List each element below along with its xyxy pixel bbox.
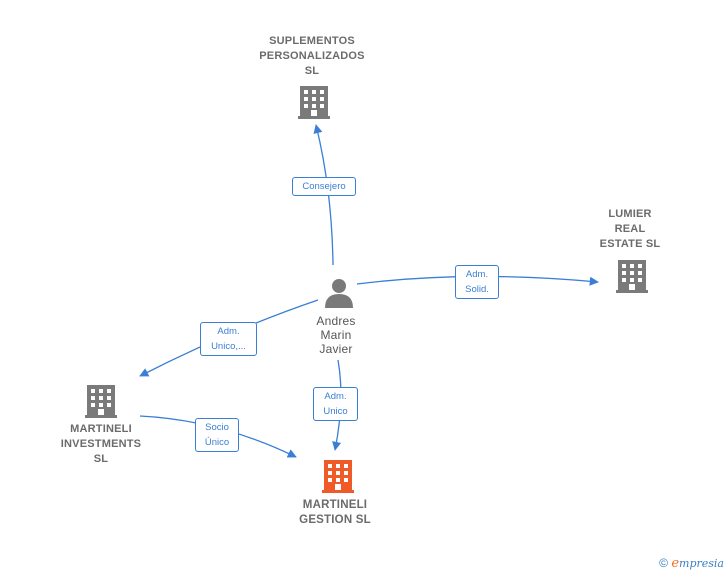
company-label-investments[interactable]: MARTINELI INVESTMENTS SL — [46, 422, 156, 467]
label-line: Andres — [316, 314, 356, 328]
edge-label-line: Socio — [205, 422, 229, 433]
label-line: LUMIER — [608, 208, 652, 220]
company-label-suplementos[interactable]: SUPLEMENTOS PERSONALIZADOS SL — [252, 34, 372, 79]
empresia-credit[interactable]: © empresia — [659, 556, 724, 571]
edge-label-line: Adm. — [324, 391, 347, 402]
edge-label-line: Adm. — [217, 326, 240, 337]
building-icon-focus[interactable] — [322, 460, 354, 493]
edge-label-socio-unico[interactable]: Socio Único — [195, 418, 239, 452]
label-line: REAL — [614, 223, 646, 235]
label-line: PERSONALIZADOS — [259, 50, 365, 62]
company-label-lumier[interactable]: LUMIER REAL ESTATE SL — [590, 207, 670, 252]
label-line: ESTATE SL — [599, 238, 661, 250]
person-label[interactable]: Andres Marin Javier — [300, 314, 372, 356]
brand-name: mpresia — [679, 557, 724, 570]
copyright-icon: © — [659, 556, 668, 570]
edge-label-line: Solid. — [465, 284, 489, 295]
edge-label-line: Consejero — [302, 181, 346, 192]
edge-label-line: Único — [204, 437, 230, 448]
label-line: SL — [93, 453, 109, 465]
building-icon[interactable] — [298, 86, 330, 119]
edge-label-line: Adm. — [465, 269, 489, 280]
edge-label-adm-unico-investments[interactable]: Adm. Unico,... — [200, 322, 257, 356]
building-icon[interactable] — [85, 385, 117, 418]
edge-label-line: Unico — [323, 406, 348, 417]
building-icon[interactable] — [616, 260, 648, 293]
label-line: MARTINELI — [302, 499, 368, 511]
label-line: GESTION SL — [299, 514, 371, 526]
edge-label-consejero[interactable]: Consejero — [292, 177, 356, 196]
person-icon[interactable] — [325, 279, 353, 308]
label-line: SUPLEMENTOS — [269, 35, 355, 47]
edge-label-line: Unico,... — [211, 341, 246, 352]
company-label-gestion[interactable]: MARTINELI GESTION SL — [280, 498, 390, 528]
brand-initial: e — [671, 556, 680, 571]
label-line: INVESTMENTS — [60, 438, 142, 450]
label-line: MARTINELI — [70, 423, 132, 435]
edge-label-adm-unico-gestion[interactable]: Adm. Unico — [313, 387, 358, 421]
label-line: SL — [304, 65, 320, 77]
edge-label-adm-solid[interactable]: Adm. Solid. — [455, 265, 499, 299]
label-line: Javier — [319, 342, 353, 356]
label-line: Marin — [320, 328, 352, 342]
